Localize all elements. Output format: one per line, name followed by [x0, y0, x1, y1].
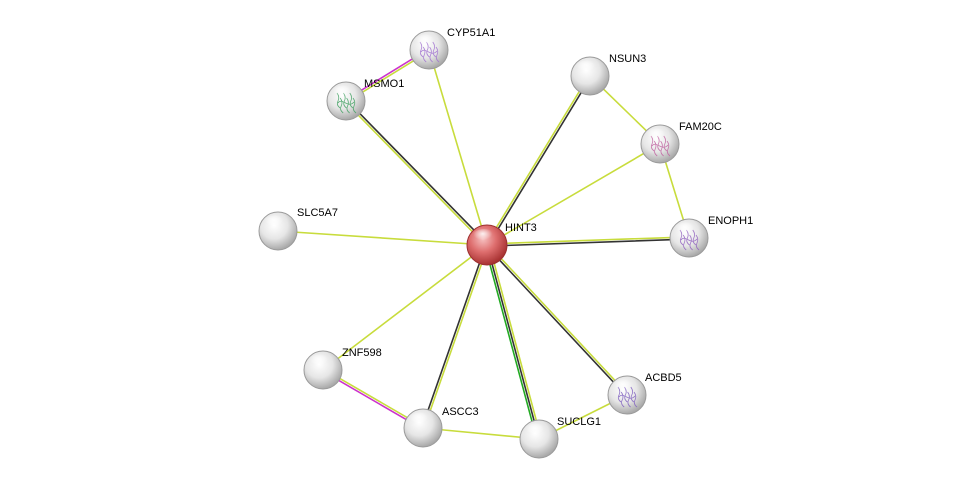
- edge-line-coexpression: [487, 75, 592, 247]
- edge-line-coexpression: [486, 238, 690, 247]
- node-highlight: [472, 229, 496, 245]
- node-znf598[interactable]: ZNF598: [303, 347, 382, 390]
- node-cyp51a1[interactable]: CYP51A1: [409, 27, 495, 70]
- node-label-suclg1: SUCLG1: [557, 416, 601, 428]
- node-ascc3[interactable]: ASCC3: [403, 406, 479, 448]
- node-label-msmo1: MSMO1: [364, 78, 404, 90]
- node-highlight: [331, 85, 355, 101]
- node-highlight: [524, 423, 548, 439]
- node-label-ascc3: ASCC3: [442, 406, 479, 418]
- node-label-enoph1: ENOPH1: [708, 215, 753, 227]
- edge-line-coexpression: [421, 243, 487, 429]
- node-acbd5[interactable]: ACBD5: [607, 372, 682, 415]
- edge-hint3-cyp51a1[interactable]: [428, 49, 488, 246]
- node-hint3[interactable]: HINT3: [466, 222, 537, 266]
- node-highlight: [645, 128, 669, 144]
- edge-line-coexpression: [486, 244, 540, 440]
- edge-line-textmining: [485, 74, 590, 246]
- protein-structure-icon: [650, 135, 671, 157]
- node-highlight: [575, 60, 599, 76]
- node-label-nsun3: NSUN3: [609, 53, 646, 65]
- edge-hint3-acbd5[interactable]: [485, 243, 629, 397]
- node-suclg1[interactable]: SUCLG1: [519, 416, 601, 459]
- edge-hint3-znf598[interactable]: [322, 244, 488, 371]
- edge-line-coexpression: [485, 244, 627, 397]
- node-highlight: [674, 222, 698, 238]
- node-label-znf598: ZNF598: [342, 347, 382, 359]
- edge-line-cooccurrence: [484, 244, 538, 441]
- edge-line-textmining: [344, 100, 488, 247]
- edge-line-textmining: [486, 236, 690, 245]
- edge-hint3-fam20c[interactable]: [486, 143, 661, 246]
- edge-line-coexpression: [345, 99, 489, 246]
- node-nsun3[interactable]: NSUN3: [570, 53, 646, 96]
- node-highlight: [263, 215, 287, 231]
- node-highlight: [414, 34, 438, 50]
- edge-hint3-suclg1[interactable]: [484, 243, 542, 441]
- edge-line-textmining: [428, 49, 488, 246]
- edge-hint3-nsun3[interactable]: [485, 74, 592, 247]
- edge-line-textmining: [423, 244, 489, 430]
- protein-structure-icon: [336, 92, 357, 114]
- node-label-slc5a7: SLC5A7: [297, 207, 338, 219]
- node-label-hint3: HINT3: [505, 222, 537, 234]
- node-highlight: [308, 354, 332, 370]
- edge-hint3-msmo1[interactable]: [344, 99, 489, 247]
- edge-line-textmining: [486, 143, 661, 246]
- protein-structure-icon: [419, 41, 440, 63]
- node-highlight: [612, 379, 636, 395]
- node-label-fam20c: FAM20C: [679, 121, 722, 133]
- edge-line-textmining: [487, 243, 629, 396]
- node-slc5a7[interactable]: SLC5A7: [258, 207, 338, 251]
- node-enoph1[interactable]: ENOPH1: [669, 215, 753, 258]
- edge-line-textmining: [488, 243, 542, 440]
- edge-hint3-enoph1[interactable]: [486, 236, 690, 247]
- node-highlight: [408, 412, 432, 428]
- edge-line-textmining: [277, 230, 488, 246]
- node-fam20c[interactable]: FAM20C: [640, 121, 722, 164]
- node-label-cyp51a1: CYP51A1: [447, 27, 495, 39]
- node-label-acbd5: ACBD5: [645, 372, 682, 384]
- edge-hint3-slc5a7[interactable]: [277, 230, 488, 246]
- protein-structure-icon: [679, 229, 700, 251]
- edge-hint3-ascc3[interactable]: [421, 243, 489, 430]
- protein-structure-icon: [617, 386, 638, 408]
- node-msmo1[interactable]: MSMO1: [326, 78, 404, 121]
- edge-line-textmining: [322, 244, 488, 371]
